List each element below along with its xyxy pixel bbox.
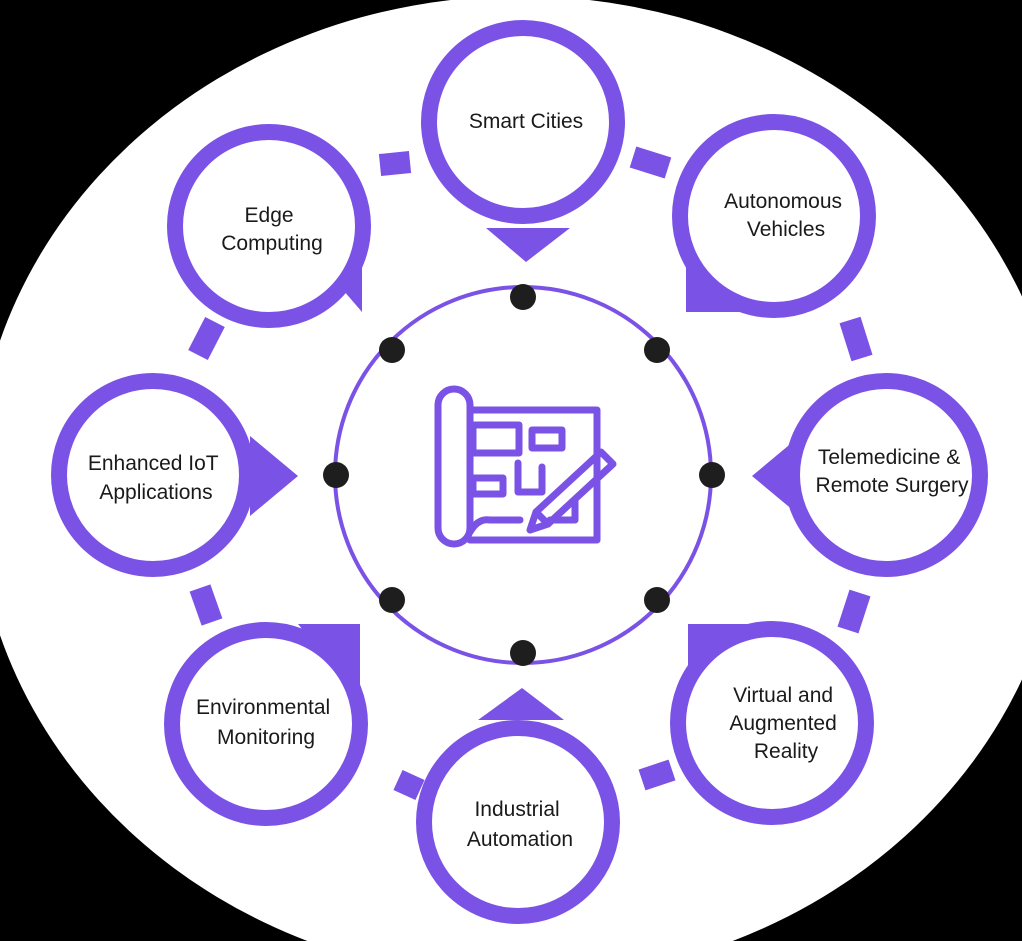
ring-dot	[699, 462, 725, 488]
blueprint-pencil-icon	[434, 385, 617, 548]
ring-dot	[510, 640, 536, 666]
connector-ring	[188, 146, 873, 801]
connector-segment	[393, 769, 425, 801]
ring-dot	[379, 587, 405, 613]
node-label-enhanced-iot: Enhanced IoT Applications	[88, 452, 224, 504]
pointer-enhanced-iot	[250, 436, 298, 516]
node-circle-enhanced-iot	[51, 373, 255, 577]
node-label-smart-cities: Smart Cities	[469, 110, 583, 133]
connector-segment	[188, 316, 225, 361]
ring-dot	[644, 337, 670, 363]
node-circle-autonomous-vehicles	[672, 114, 876, 318]
node-circle-virtual-reality	[670, 621, 874, 825]
node-labels: Smart Cities Autonomous Vehicles Telemed…	[88, 110, 969, 851]
node-circles	[51, 20, 988, 924]
connector-segment	[837, 589, 871, 634]
connector-segment	[638, 759, 676, 791]
node-circle-industrial-automation	[416, 720, 620, 924]
connector-segment	[189, 584, 223, 626]
node-label-industrial-automation: Industrial Automation	[467, 798, 573, 851]
node-circle-environmental-monitoring	[164, 622, 368, 826]
node-label-virtual-reality: Virtual and Augmented Reality	[729, 684, 842, 763]
node-circle-smart-cities	[421, 20, 625, 224]
node-label-environmental-monitoring: Environmental Monitoring	[196, 696, 336, 749]
node-circle-telemedicine	[784, 373, 988, 577]
node-label-telemedicine: Telemedicine & Remote Surgery	[816, 446, 969, 497]
ring-dot	[379, 337, 405, 363]
node-label-autonomous-vehicles: Autonomous Vehicles	[724, 190, 848, 241]
node-circle-edge-computing	[167, 124, 371, 328]
ring-dots	[323, 284, 725, 666]
pointer-smart-cities	[486, 228, 570, 262]
connector-segment	[629, 146, 672, 179]
ring-dot	[644, 587, 670, 613]
pointer-industrial-automation	[478, 688, 564, 720]
connector-segment	[378, 151, 412, 176]
ring-dot	[323, 462, 349, 488]
ring-dot	[510, 284, 536, 310]
node-label-edge-computing: Edge Computing	[221, 204, 323, 255]
connector-segment	[839, 316, 873, 362]
